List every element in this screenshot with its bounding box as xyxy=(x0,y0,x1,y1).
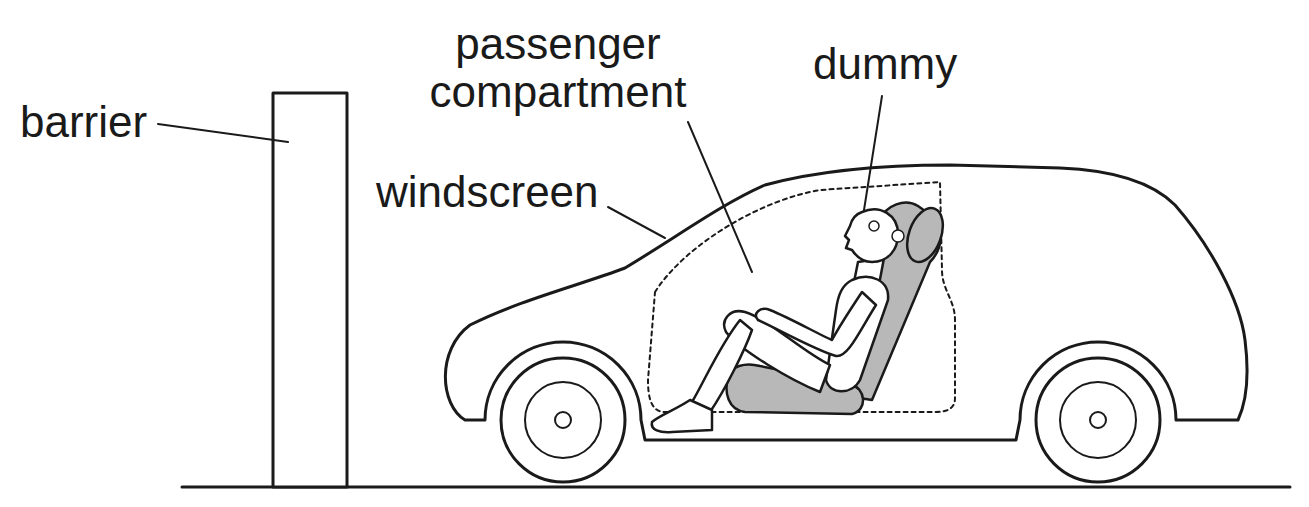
rear-wheel xyxy=(1036,358,1160,482)
leader-line xyxy=(158,124,288,142)
leader-line xyxy=(864,96,882,210)
part-label: passenger compartment xyxy=(408,20,708,116)
leader-line xyxy=(688,122,752,272)
car-seat xyxy=(727,203,950,414)
leader-line xyxy=(608,207,665,238)
part-label: barrier xyxy=(20,98,147,146)
crash-dummy xyxy=(652,209,904,432)
part-label: dummy xyxy=(813,40,957,88)
part-label: windscreen xyxy=(376,168,599,216)
barrier-block xyxy=(273,93,347,487)
passenger-compartment-outline xyxy=(648,182,955,412)
leader-lines xyxy=(158,96,882,272)
front-wheel xyxy=(501,358,625,482)
